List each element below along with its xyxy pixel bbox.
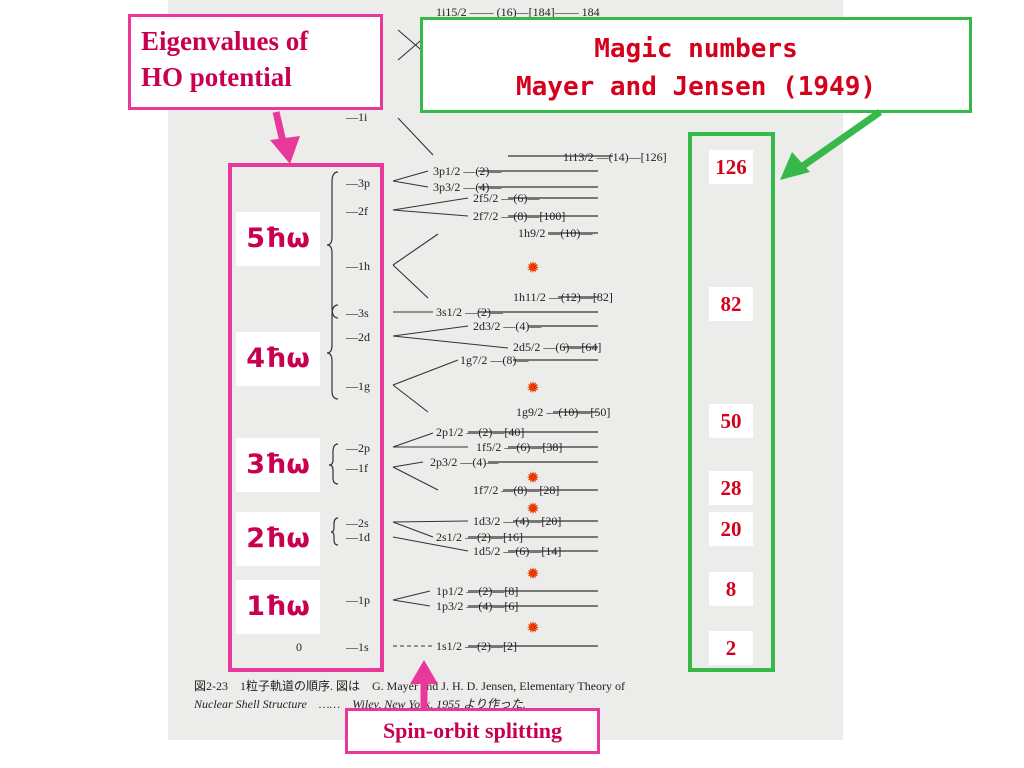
ho-level-1s: —1s bbox=[345, 640, 369, 654]
shell-label-4hw: 4ħω bbox=[236, 332, 320, 386]
shell-gap-marker: ✹ bbox=[526, 566, 540, 583]
ho-callout-line2: HO potential bbox=[141, 62, 292, 92]
shell-gap-marker: ✹ bbox=[526, 380, 540, 397]
magic-number-126: 126 bbox=[709, 150, 753, 184]
shell-gap-marker: ✹ bbox=[526, 260, 540, 277]
orbital-label: 1d3/2 —(4)—[20] bbox=[473, 514, 561, 528]
orbital-label: 3p1/2 —(2)— bbox=[433, 164, 502, 178]
ho-level-1p: —1p bbox=[345, 593, 370, 607]
orbital-label: 1h9/2 —(10)— bbox=[518, 226, 593, 240]
oscillator-shell-frame bbox=[228, 163, 384, 672]
shell-label-2hw: 2ħω bbox=[236, 512, 320, 566]
orbital-label: 2d3/2 —(4)— bbox=[473, 319, 542, 333]
top-row-label: 1i15/2 —— (16)—[184]—— 184 bbox=[436, 5, 600, 19]
orbital-label: 1p3/2 —(4)—[6] bbox=[436, 599, 518, 613]
magic-number-28: 28 bbox=[709, 471, 753, 505]
ho-level-1g: —1g bbox=[345, 379, 370, 393]
orbital-label: 1p1/2 —(2)—[8] bbox=[436, 584, 518, 598]
orbital-label: 2s1/2 —(2)—[16] bbox=[436, 530, 523, 544]
orbital-label: 1f7/2 —(8)—[28] bbox=[473, 483, 559, 497]
orbital-label: 2d5/2 —(6)—[64] bbox=[513, 340, 601, 354]
ho-callout-line1: Eigenvalues of bbox=[141, 26, 309, 56]
ho-level-1d: —1d bbox=[345, 530, 370, 544]
shell-gap-marker: ✹ bbox=[526, 620, 540, 637]
orbital-label: 2p1/2 —(2)—[40] bbox=[436, 425, 524, 439]
magic-number-frame bbox=[688, 132, 775, 672]
magic-number-2: 2 bbox=[709, 631, 753, 665]
orbital-label: 1d5/2 —(6)—[14] bbox=[473, 544, 561, 558]
ho-level-1f: —1f bbox=[345, 461, 368, 475]
orbital-label: 2p3/2 —(4)— bbox=[430, 455, 499, 469]
ho-eigenvalues-callout: Eigenvalues of HO potential bbox=[128, 14, 383, 110]
shell-label-5hw: 5ħω bbox=[236, 212, 320, 266]
figure-caption-line1: 図2-23 1粒子軌道の順序. 図は G. Mayer and J. H. D.… bbox=[194, 678, 625, 693]
magic-number-8: 8 bbox=[709, 572, 753, 606]
orbital-labels: 1i13/2 —(14)—[126] 3p1/2 —(2)— 3p3/2 —(4… bbox=[430, 150, 667, 653]
orbital-label: 1s1/2 —(2)—[2] bbox=[436, 639, 517, 653]
level-diagram: 1i15/2 —— (16)—[184]—— 184 —3p —2f —1h —… bbox=[193, 5, 667, 711]
ho-level-3s: —3s bbox=[345, 306, 369, 320]
ho-level-2d: —2d bbox=[345, 330, 370, 344]
ho-level-2p: —2p bbox=[345, 441, 370, 455]
ho-level-1i: —1i bbox=[345, 110, 368, 124]
orbital-label: 1f5/2 —(6)—[38] bbox=[476, 440, 562, 454]
orbital-label: 3p3/2 —(4)— bbox=[433, 180, 502, 194]
magic-number-82: 82 bbox=[709, 287, 753, 321]
shell-label-1hw: 1ħω bbox=[236, 580, 320, 634]
shell-label-3hw: 3ħω bbox=[236, 438, 320, 492]
zero-label: 0 bbox=[296, 640, 302, 654]
ho-level-2s: —2s bbox=[345, 516, 369, 530]
magic-arrow bbox=[780, 109, 883, 180]
ho-arrow bbox=[270, 111, 300, 164]
orbital-label: 1h11/2 —(12)—[82] bbox=[513, 290, 613, 304]
level-lines bbox=[468, 155, 613, 647]
ho-level-2f: —2f bbox=[345, 204, 368, 218]
magic-number-50: 50 bbox=[709, 404, 753, 438]
level-braces bbox=[326, 171, 339, 546]
spin-orbit-arrow bbox=[410, 660, 438, 708]
magic-callout-line2: Mayer and Jensen (1949) bbox=[515, 72, 877, 102]
orbital-label: 1g9/2 —(10)—[50] bbox=[516, 405, 610, 419]
orbital-label: 2f5/2 —(6)— bbox=[473, 191, 540, 205]
spin-orbit-callout: Spin-orbit splitting bbox=[345, 708, 600, 754]
figure-caption-line2: Nuclear Shell Structure …… Wiley, New Yo… bbox=[193, 697, 526, 711]
shell-gap-marker: ✹ bbox=[526, 501, 540, 518]
orbital-label: 2f7/2 —(8)—[100] bbox=[473, 209, 565, 223]
ho-level-3p: —3p bbox=[345, 176, 370, 190]
orbital-label: 1g7/2 —(8)— bbox=[460, 353, 529, 367]
connector-lines bbox=[392, 29, 509, 647]
orbital-label: 3s1/2 —(2)— bbox=[436, 305, 504, 319]
magic-numbers-callout: Magic numbers Mayer and Jensen (1949) bbox=[420, 17, 972, 113]
magic-number-20: 20 bbox=[709, 512, 753, 546]
shell-gap-marker: ✹ bbox=[526, 470, 540, 487]
ho-level-1h: —1h bbox=[345, 259, 370, 273]
magic-callout-line1: Magic numbers bbox=[594, 34, 798, 64]
orbital-label: 1i13/2 —(14)—[126] bbox=[563, 150, 667, 164]
